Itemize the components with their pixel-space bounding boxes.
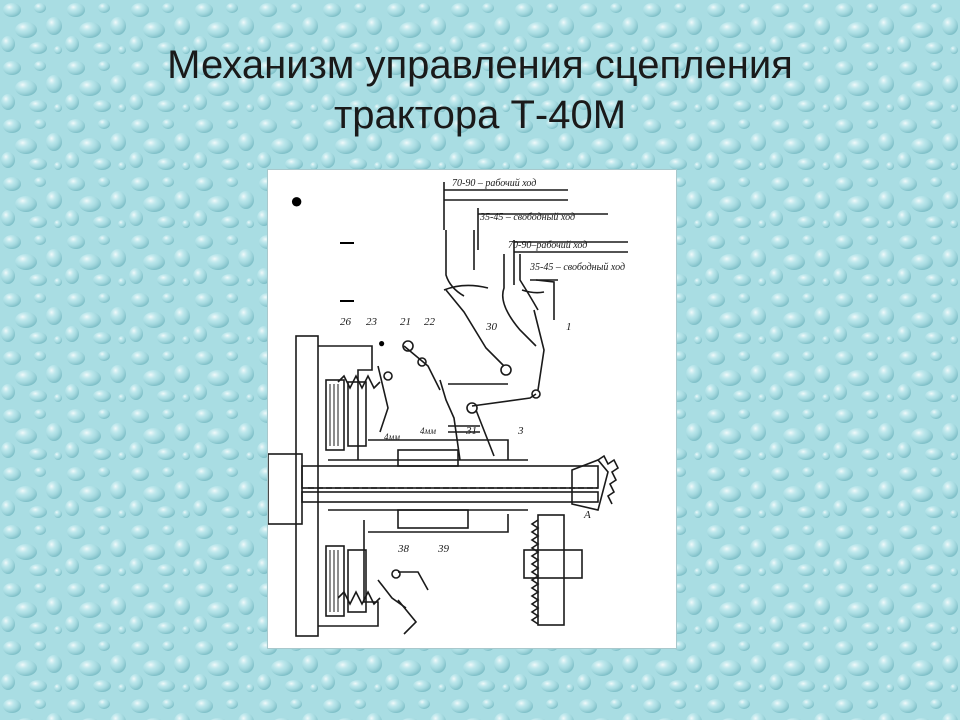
linkage-rods xyxy=(402,340,537,461)
gap-right: 4мм xyxy=(420,426,436,436)
flywheel-housing xyxy=(268,335,379,637)
title-line-1: Механизм управления сцепления xyxy=(167,43,793,87)
part-3: 3 xyxy=(517,425,524,437)
part-39: 39 xyxy=(437,543,450,555)
bullet-dash-2 xyxy=(340,300,354,302)
dimension-top xyxy=(443,182,628,285)
part-26: 26 xyxy=(340,316,352,328)
part-23: 23 xyxy=(366,316,378,328)
part-1: 1 xyxy=(566,321,572,333)
release-springs xyxy=(337,374,381,606)
title-line-2: трактора Т-40М xyxy=(333,93,627,137)
bevel-gear xyxy=(571,454,620,511)
dim-mid-working: 70-90–рабочий ход xyxy=(508,240,587,251)
bullet-dot-small: ● xyxy=(378,336,386,350)
part-31: 31 xyxy=(465,425,477,437)
release-levers xyxy=(377,365,429,635)
bullet-marker: ● xyxy=(290,188,304,213)
spur-gear xyxy=(523,514,583,626)
dim-top-free: 35-45 – свободный ход xyxy=(479,212,575,223)
slide-title: Механизм управления сцепления трактора Т… xyxy=(0,40,960,140)
gap-left: 4мм xyxy=(384,432,400,442)
dim-mid-free: 35-45 – свободный ход xyxy=(529,262,625,273)
part-21: 21 xyxy=(400,316,411,328)
part-30: 30 xyxy=(485,321,498,333)
bullet-dash-1 xyxy=(340,242,354,244)
clutch-mechanism-drawing: 70-90 – рабочий ход 35-45 – свободный хо… xyxy=(268,178,628,637)
clutch-diagram-panel: ● ● 70-90 – рабочий ход 35-45 – свободны… xyxy=(268,170,676,648)
part-22: 22 xyxy=(424,316,436,328)
part-A: А xyxy=(583,509,591,521)
part-38: 38 xyxy=(397,543,410,555)
clutch-pedals xyxy=(443,230,555,399)
main-shaft xyxy=(301,439,599,533)
dim-top-working: 70-90 – рабочий ход xyxy=(452,178,536,189)
